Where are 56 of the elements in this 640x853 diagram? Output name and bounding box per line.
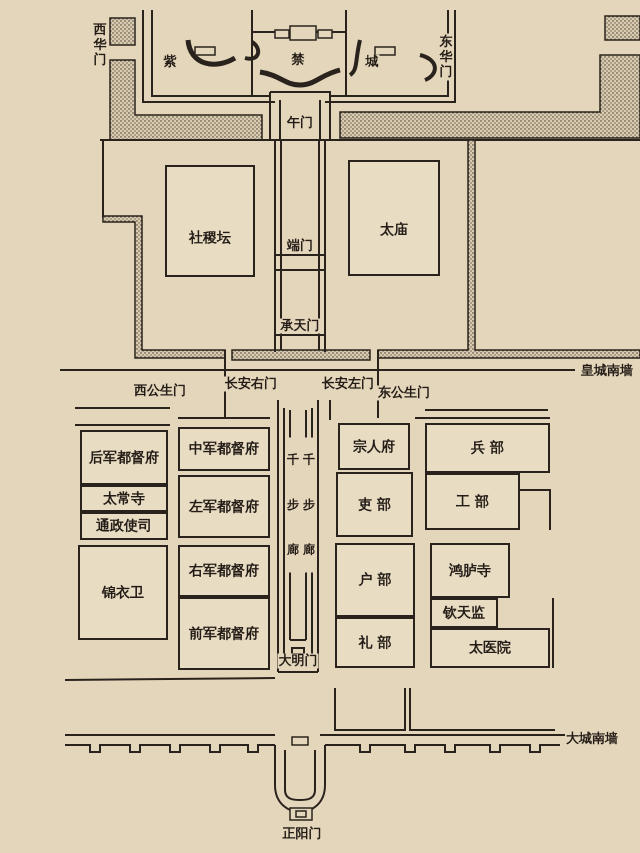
office-name: 兵 部 [471, 439, 504, 457]
office-name: 户 部 [358, 571, 392, 589]
compound-outline [178, 597, 270, 670]
wall-label: 大城南墙 [565, 732, 619, 746]
compound-outline [336, 472, 413, 537]
office-name: 社稷坛 [189, 229, 231, 247]
compound-outline [80, 512, 168, 540]
compound-outline [335, 543, 415, 617]
office-name: 太常寺 [103, 490, 145, 508]
gate-label: 端门 [286, 238, 314, 254]
compound-outline [78, 545, 168, 640]
gate-label: 长安左门 [321, 376, 375, 392]
compound-outline [335, 617, 415, 668]
office-name: 通政使司 [96, 517, 152, 535]
office-name: 中军都督府 [189, 440, 259, 458]
gate-label: 西华门 [92, 22, 108, 68]
compound-outline [178, 475, 270, 538]
office-name: 锦衣卫 [102, 584, 144, 602]
gate-label: 正阳门 [282, 826, 322, 842]
compound-outline [80, 485, 168, 512]
palace-name: 城 [364, 54, 380, 70]
office-name: 钦天监 [443, 604, 485, 622]
gate-label: 长安右门 [224, 376, 278, 392]
compound-outline [430, 598, 498, 628]
compound-outline [165, 165, 255, 277]
gate-label: 西公生门 [133, 384, 187, 398]
office-name: 前军都督府 [189, 624, 259, 642]
compound-outline [178, 545, 270, 597]
compound-outline [430, 628, 550, 668]
gate-label: 东华门 [438, 34, 454, 80]
wall-label: 皇城南墙 [580, 364, 634, 378]
office-name: 工 部 [456, 492, 489, 510]
corridor-label: 千步廊 [286, 438, 300, 572]
office-name: 太医院 [469, 639, 511, 657]
compound-outline [338, 423, 410, 470]
office-name: 右军都督府 [189, 562, 259, 580]
compound-outline [425, 423, 550, 473]
compound-outline [80, 430, 168, 485]
gate-label: 承天门 [280, 318, 320, 334]
office-name: 礼 部 [358, 634, 392, 652]
compound-outline [178, 427, 270, 471]
corridor-label: 千步廊 [302, 438, 316, 572]
office-name: 太庙 [380, 221, 408, 240]
palace-name: 禁 [290, 52, 306, 68]
compound-outline [348, 160, 440, 276]
office-name: 后军都督府 [89, 448, 159, 466]
office-name: 左军都督府 [189, 498, 259, 516]
gate-label: 午门 [286, 116, 314, 130]
gate-label: 东公生门 [377, 386, 431, 400]
gate-label: 大明门 [278, 654, 318, 668]
palace-name: 紫 [162, 54, 178, 70]
office-name: 吏 部 [358, 496, 391, 514]
office-name: 宗人府 [353, 438, 395, 456]
compound-outline [430, 543, 510, 598]
office-name: 鸿胪寺 [449, 562, 491, 580]
compound-outline [425, 473, 520, 530]
